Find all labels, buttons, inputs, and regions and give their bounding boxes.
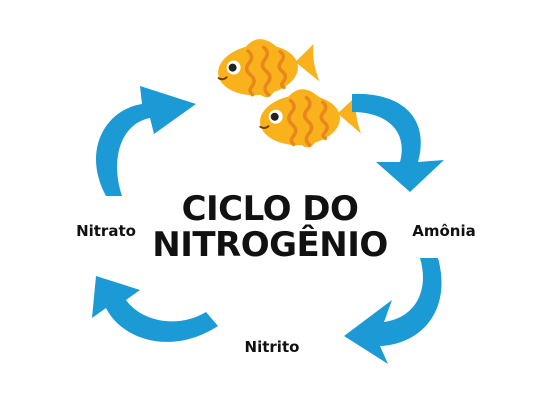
arrow-to-amonia-icon	[352, 93, 444, 192]
arrow-to-nitrito-icon	[344, 258, 442, 364]
stage-label-amonia: Amônia	[412, 222, 476, 240]
stage-label-nitrito: Nitrito	[245, 338, 300, 356]
arrow-to-fish-icon	[95, 86, 196, 196]
title-line-1: CICLO DO	[182, 189, 359, 229]
title-line-2: NITROGÊNIO	[152, 224, 388, 265]
stage-label-nitrato: Nitrato	[76, 222, 136, 240]
arrow-to-nitrato-icon	[92, 276, 218, 342]
fish-bottom-icon	[256, 83, 364, 153]
